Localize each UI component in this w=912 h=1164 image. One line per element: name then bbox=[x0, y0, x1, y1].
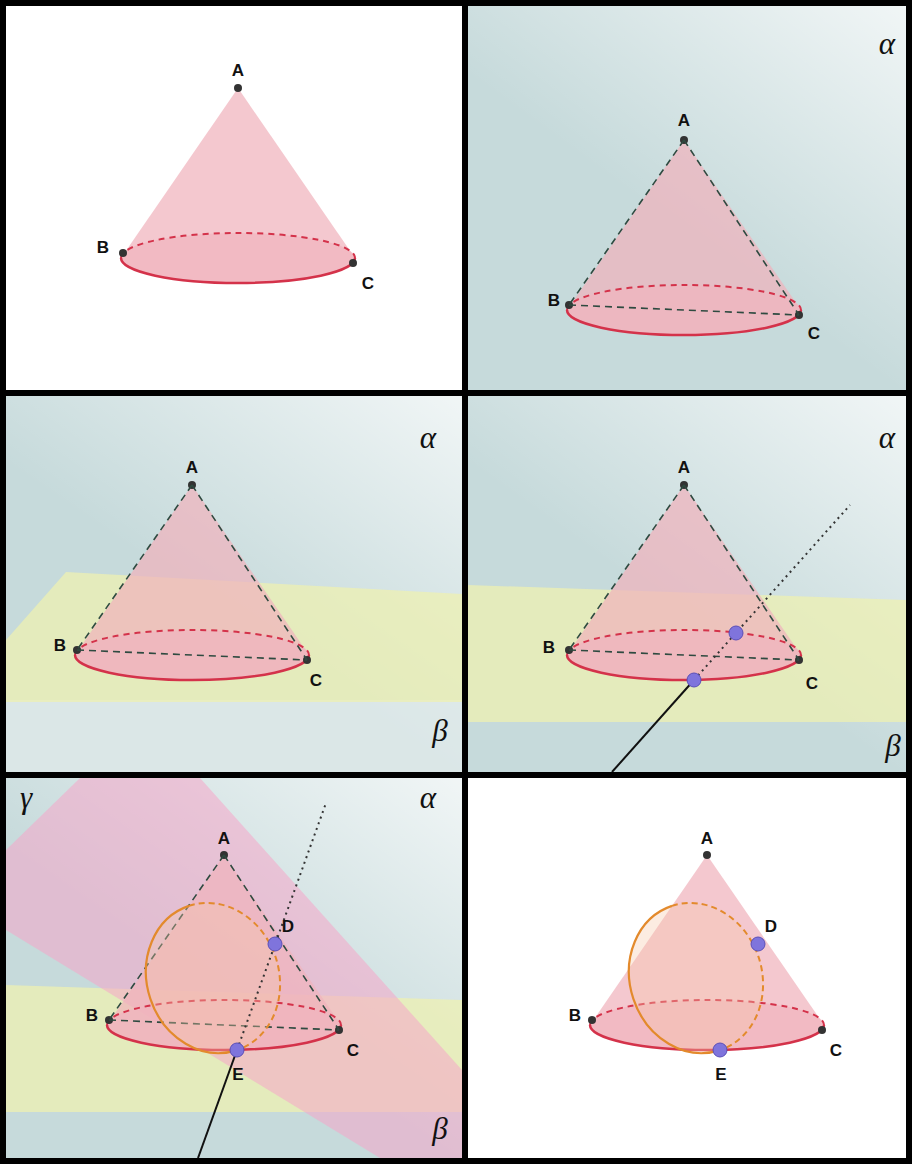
point-label: A bbox=[678, 459, 690, 476]
cone bbox=[565, 136, 803, 335]
plane-label: β bbox=[432, 1113, 447, 1144]
plane-alpha bbox=[6, 396, 462, 772]
conic-section bbox=[126, 885, 299, 1071]
point-label: C bbox=[347, 1042, 359, 1059]
axial-section bbox=[77, 485, 307, 660]
cone bbox=[565, 481, 803, 680]
point-label: B bbox=[569, 1007, 581, 1024]
point-label: B bbox=[54, 637, 66, 654]
point-label: C bbox=[830, 1042, 842, 1059]
point-label: C bbox=[362, 275, 374, 292]
point-label: A bbox=[701, 830, 713, 847]
plane-alpha bbox=[6, 778, 462, 1158]
plane-label: γ bbox=[20, 782, 32, 813]
point-label: A bbox=[232, 62, 244, 79]
plane-gamma bbox=[6, 778, 462, 1158]
plane-shading bbox=[6, 396, 462, 772]
point-label: E bbox=[232, 1066, 243, 1083]
point-label: C bbox=[310, 672, 322, 689]
plane-label: β bbox=[432, 715, 447, 746]
point-e bbox=[230, 1043, 244, 1057]
plane-alpha bbox=[468, 6, 906, 390]
point-label: B bbox=[97, 239, 109, 256]
intersection-point bbox=[729, 626, 743, 640]
point-label: D bbox=[765, 918, 777, 935]
secant-line-hidden bbox=[237, 803, 326, 1050]
plane-label: β bbox=[885, 730, 900, 761]
axial-section bbox=[569, 485, 799, 660]
point-label: A bbox=[678, 112, 690, 129]
point-label: B bbox=[86, 1007, 98, 1024]
point-d bbox=[268, 937, 282, 951]
conic-section bbox=[609, 885, 782, 1071]
plane-label: α bbox=[879, 422, 895, 453]
plane-beta-edge bbox=[6, 700, 462, 772]
plane-shading bbox=[468, 396, 906, 772]
panel bbox=[468, 778, 906, 1158]
point-label: C bbox=[806, 675, 818, 692]
cone bbox=[119, 84, 357, 283]
axial-section bbox=[569, 140, 799, 315]
plane-label: α bbox=[420, 782, 436, 813]
point-label: B bbox=[548, 292, 560, 309]
plane-label: α bbox=[420, 422, 436, 453]
plane-label: α bbox=[879, 28, 895, 59]
point-label: B bbox=[543, 639, 555, 656]
point-label: E bbox=[715, 1066, 726, 1083]
secant-line-hidden bbox=[694, 505, 850, 680]
cone bbox=[73, 481, 311, 680]
plane-shading bbox=[468, 6, 906, 390]
point-e bbox=[713, 1043, 727, 1057]
point-label: D bbox=[282, 918, 294, 935]
point-label: C bbox=[808, 325, 820, 342]
plane-shading bbox=[6, 778, 462, 1158]
point-label: A bbox=[186, 459, 198, 476]
point-d bbox=[751, 937, 765, 951]
secant-line bbox=[198, 1050, 237, 1158]
secant-line bbox=[612, 680, 694, 772]
point-label: A bbox=[218, 830, 230, 847]
plane-alpha bbox=[468, 396, 906, 772]
intersection-point bbox=[687, 673, 701, 687]
panel bbox=[6, 6, 462, 390]
